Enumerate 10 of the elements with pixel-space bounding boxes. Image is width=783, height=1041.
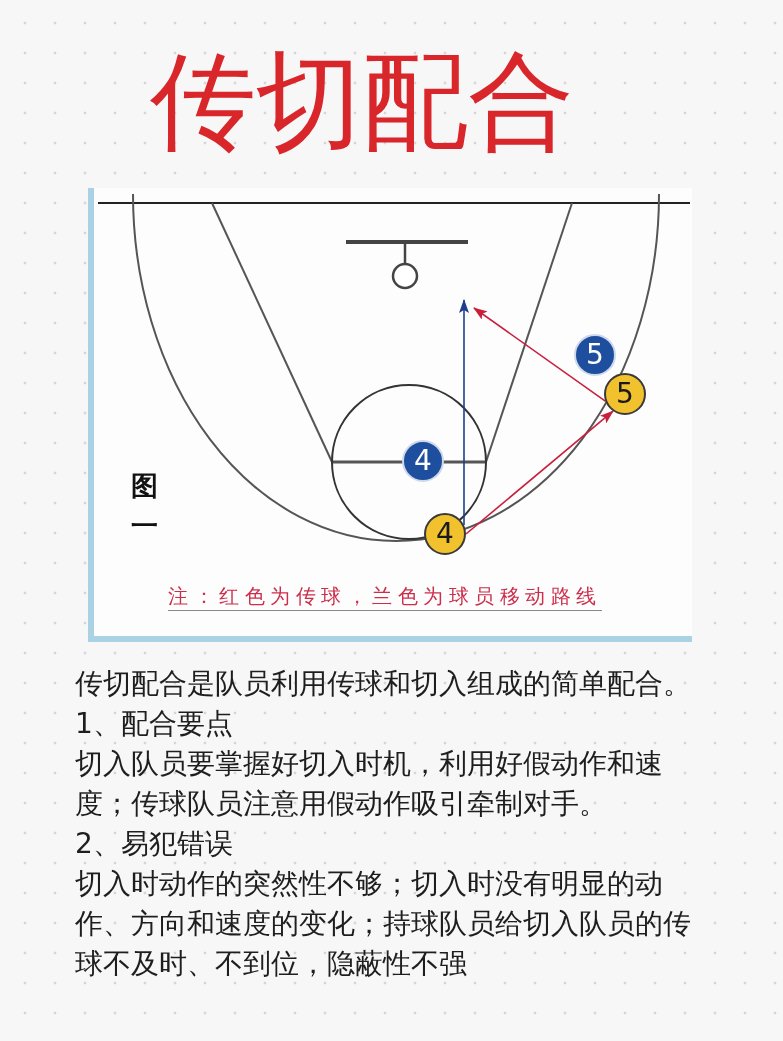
title: 传切配合	[150, 44, 574, 160]
arrow	[465, 410, 614, 535]
section-heading: 1、配合要点	[75, 706, 234, 742]
arrow	[459, 299, 469, 526]
paragraph: 传切配合是队员利用传球和切入组成的简单配合。	[75, 666, 692, 702]
paragraph: 切入队员要掌握好切入时机，利用好假动作和速度；传球队员注意用假动作吸引牵制对手。	[75, 746, 664, 822]
paragraph: 切入时动作的突然性不够；切入时没有明显的动作、方向和速度的变化；持球队员给切入队员的传球不及时、不到位，隐蔽性不强	[75, 866, 692, 982]
note-text: 注：红色为传球，兰色为球员移动路线	[168, 584, 602, 611]
figure-label: 图一	[130, 469, 158, 543]
section-heading: 2、易犯错误	[75, 826, 234, 862]
